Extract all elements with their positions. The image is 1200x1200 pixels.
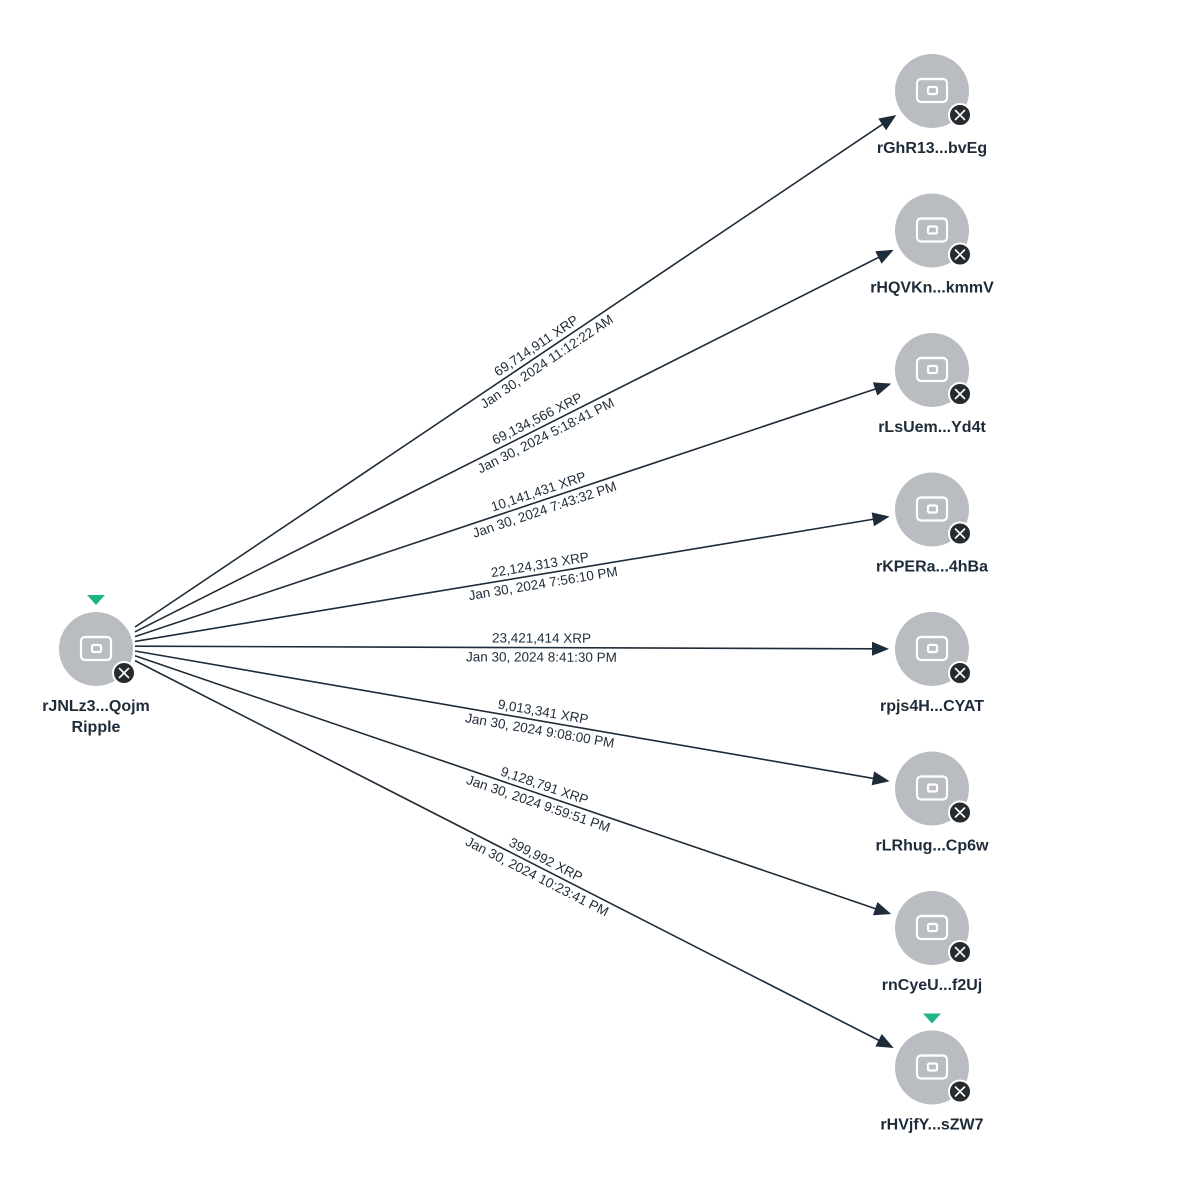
wallet-icon <box>915 217 949 243</box>
target-address-label: rpjs4H...CYAT <box>880 698 984 715</box>
target-address-label: rHQVKn...kmmV <box>870 280 994 297</box>
remove-node-close-icon[interactable] <box>948 1079 972 1104</box>
edge-line <box>134 645 878 650</box>
remove-node-close-icon[interactable] <box>948 521 972 546</box>
edge-label: 23,421,414 XRP Jan 30, 2024 8:41:30 PM <box>466 630 617 665</box>
source-address-label: rJNLz3...Qojm <box>42 698 150 715</box>
arrowhead-icon <box>872 382 892 396</box>
edge-timestamp: Jan 30, 2024 8:41:30 PM <box>466 649 617 665</box>
edge-line <box>134 121 887 628</box>
remove-node-close-icon[interactable] <box>948 242 972 267</box>
wallet-icon <box>915 635 949 662</box>
arrowhead-icon <box>871 771 890 786</box>
transfer-edge[interactable]: 23,421,414 XRP Jan 30, 2024 8:41:30 PM <box>134 630 890 665</box>
source-entity-label: Ripple <box>72 719 121 736</box>
edge-line <box>134 386 881 638</box>
wallet-icon <box>915 356 949 383</box>
edge-line <box>134 254 884 633</box>
edge-amount: 23,421,414 XRP <box>492 630 591 645</box>
remove-node-close-icon[interactable] <box>948 661 972 685</box>
wallet-icon <box>915 775 949 801</box>
wallet-icon <box>915 1054 949 1080</box>
wallet-icon <box>915 496 949 522</box>
target-address-label: rHVjfY...sZW7 <box>880 1117 983 1134</box>
target-node[interactable]: rLsUem...Yd4t <box>878 333 986 436</box>
flag-marker-icon <box>87 595 105 605</box>
target-node[interactable]: rGhR13...bvEg <box>877 54 987 157</box>
target-node[interactable]: rpjs4H...CYAT <box>880 612 984 715</box>
target-node[interactable]: rnCyeU...f2Uj <box>882 891 982 994</box>
target-address-label: rnCyeU...f2Uj <box>882 977 982 994</box>
target-node[interactable]: rKPERa...4hBa <box>876 472 988 576</box>
target-address-label: rKPERa...4hBa <box>876 559 988 576</box>
wallet-icon <box>915 914 949 941</box>
remove-node-close-icon[interactable] <box>948 800 972 825</box>
flag-marker-icon <box>923 1013 941 1024</box>
remove-node-close-icon[interactable] <box>948 382 972 406</box>
arrowhead-icon <box>875 249 894 264</box>
edge-line <box>134 655 881 911</box>
arrowhead-icon <box>872 901 892 916</box>
target-node[interactable]: rHVjfY...sZW7 <box>880 1013 984 1134</box>
target-address-label: rGhR13...bvEg <box>877 140 987 157</box>
target-address-label: rLRhug...Cp6w <box>876 838 989 855</box>
arrowhead-icon <box>878 114 897 131</box>
target-address-label: rLsUem...Yd4t <box>878 419 986 436</box>
edge-line <box>134 650 878 780</box>
edge-line <box>134 659 884 1044</box>
arrowhead-icon <box>871 512 890 527</box>
remove-node-close-icon[interactable] <box>112 661 136 685</box>
wallet-icon <box>79 635 113 662</box>
target-node[interactable]: rLRhug...Cp6w <box>876 751 989 855</box>
arrowhead-icon <box>871 641 890 656</box>
wallet-icon <box>915 77 949 104</box>
remove-node-close-icon[interactable] <box>948 103 972 127</box>
edge-line <box>134 517 878 643</box>
remove-node-close-icon[interactable] <box>948 940 972 964</box>
arrowhead-icon <box>875 1033 894 1048</box>
target-node[interactable]: rHQVKn...kmmV <box>870 193 994 297</box>
